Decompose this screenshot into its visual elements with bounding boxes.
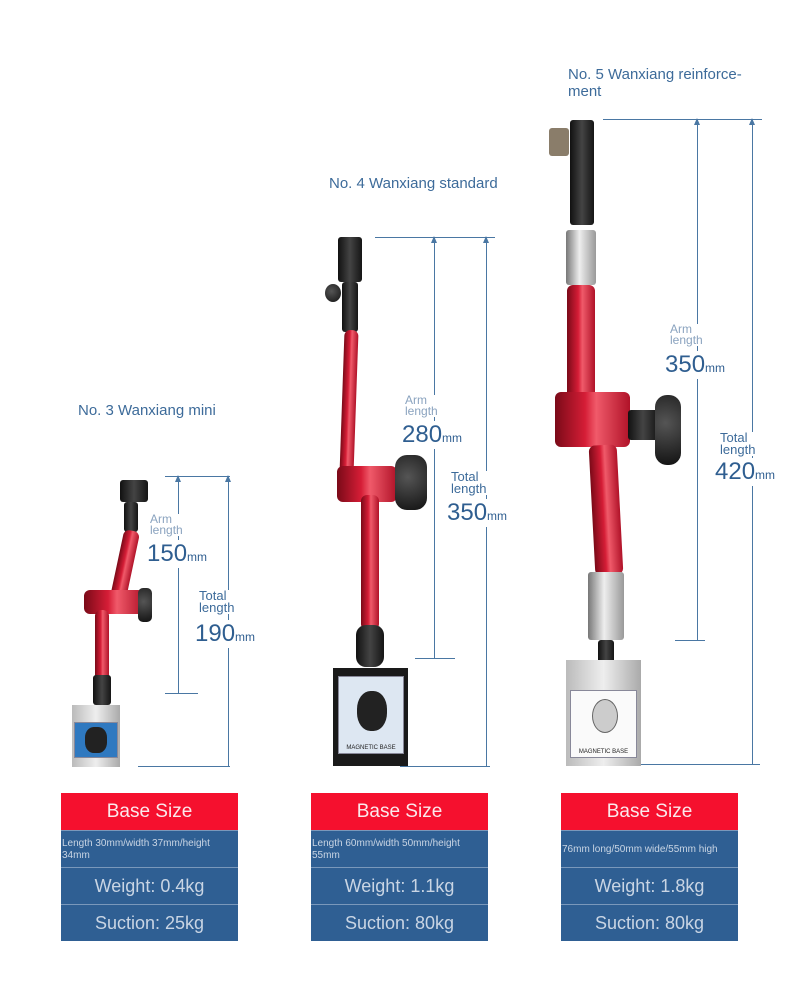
base-size-value: Length 60mm/width 50mm/height 55mm [311,830,488,867]
value: 350 [447,499,488,526]
base-size-header: Base Size [311,793,488,830]
base-label: MAGNETIC BASE [346,745,396,751]
spec-table-standard: Base Size Length 60mm/width 50mm/height … [311,793,488,941]
arm-length-label: Arm length [405,394,445,417]
dimension-line [138,766,230,767]
product-title: No. 4 Wanxiang standard [329,175,498,192]
arm-length-value: 350mm [665,351,726,379]
arm-length-value: 150mm [147,540,208,568]
arm-length-arrow [175,475,181,693]
total-length-value: 420mm [715,458,776,486]
suction-value: Suction: 80kg [311,904,488,941]
dimension-line [415,658,455,659]
weight-value: Weight: 0.4kg [61,867,238,904]
arm-length-label: Arm length [150,513,190,536]
spec-table-reinforcement: Base Size 76mm long/50mm wide/55mm high … [561,793,738,941]
product-title: No. 3 Wanxiang mini [78,402,216,419]
unit: mm [235,630,256,644]
value: 280 [402,421,443,448]
arm-length-arrow [694,118,700,640]
arm-length-label: Arm length [670,323,710,346]
total-length-label: Total length [451,470,496,495]
total-length-value: 190mm [195,620,256,648]
dimension-line [165,476,230,477]
value: 150 [147,540,188,567]
total-length-label: Total length [720,431,765,456]
dimension-line [400,766,490,767]
value: 420 [715,458,756,485]
dimension-line [603,119,762,120]
base-size-value: 76mm long/50mm wide/55mm high [561,830,738,867]
value: 350 [665,351,706,378]
base-size-header: Base Size [61,793,238,830]
weight-value: Weight: 1.8kg [561,867,738,904]
weight-value: Weight: 1.1kg [311,867,488,904]
unit: mm [442,431,463,445]
dimension-line [590,764,760,765]
total-length-label: Total length [199,589,244,614]
base-size-header: Base Size [561,793,738,830]
suction-value: Suction: 25kg [61,904,238,941]
total-length-value: 350mm [447,499,508,527]
product-title: No. 5 Wanxiang reinforce-ment [568,66,742,100]
base-label: MAGNETIC BASE [578,749,629,755]
unit: mm [755,468,776,482]
unit: mm [187,550,208,564]
unit: mm [705,361,726,375]
dimension-line [165,693,198,694]
suction-value: Suction: 80kg [561,904,738,941]
base-size-value: Length 30mm/width 37mm/height 34mm [61,830,238,867]
arm-length-value: 280mm [402,421,463,449]
value: 190 [195,620,236,647]
spec-table-mini: Base Size Length 30mm/width 37mm/height … [61,793,238,941]
unit: mm [487,509,508,523]
dimension-line [675,640,705,641]
